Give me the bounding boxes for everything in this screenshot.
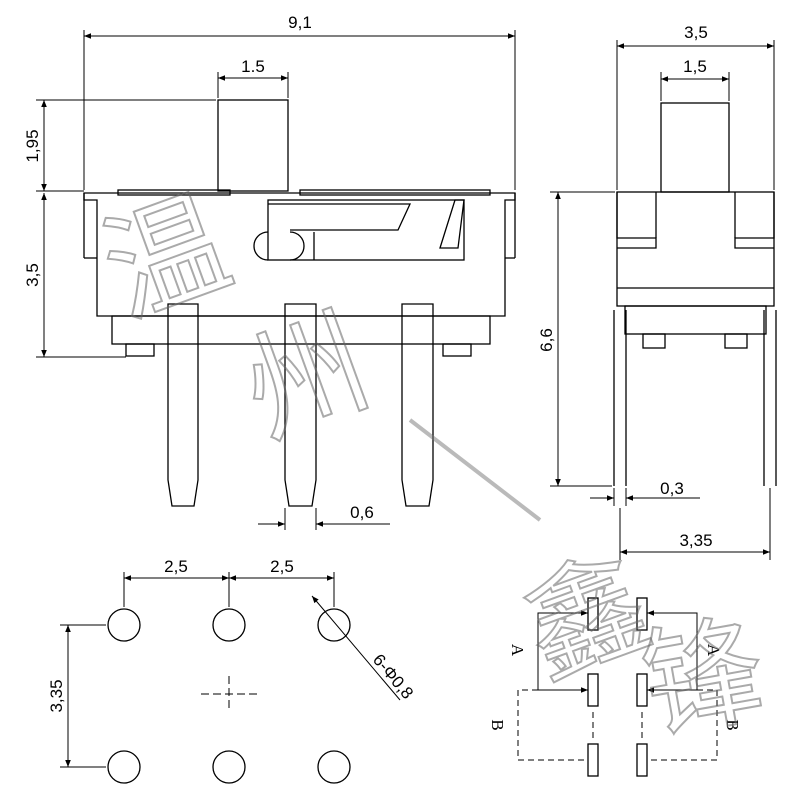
contact-5 xyxy=(587,743,599,777)
dim-side-width: 3,5 xyxy=(684,23,708,42)
front-base xyxy=(111,315,491,345)
hole-dimensions xyxy=(60,572,401,768)
pin-3 xyxy=(401,303,434,507)
dim-pin-offset: 3,35 xyxy=(679,531,712,550)
side-dimensions xyxy=(550,40,775,560)
slide-window xyxy=(267,199,465,261)
dim-actuator-width: 1.5 xyxy=(241,57,265,76)
dim-pitch-right: 2,5 xyxy=(270,557,294,576)
dim-pitch-left: 2,5 xyxy=(164,557,188,576)
schematic-wires-b xyxy=(517,689,718,761)
front-view xyxy=(83,99,516,507)
watermark-char-2: 州 xyxy=(227,292,387,464)
dim-pin-width: 0,6 xyxy=(350,503,374,522)
label-a-right: A xyxy=(704,644,723,657)
hole-4 xyxy=(107,750,141,784)
hole-pattern xyxy=(107,608,351,784)
watermark-char-1: 温 xyxy=(87,172,247,344)
hole-2 xyxy=(212,608,246,642)
side-pin-right xyxy=(763,310,777,486)
dim-side-actuator: 1,5 xyxy=(683,57,707,76)
label-b-left: B xyxy=(488,719,507,730)
label-a-left: A xyxy=(508,644,527,657)
dim-total-height: 6,6 xyxy=(537,328,556,352)
front-dimensions xyxy=(36,30,516,530)
front-actuator xyxy=(217,99,289,192)
watermark-stroke xyxy=(408,418,542,522)
dim-actuator-height: 1,95 xyxy=(23,129,42,162)
hole-3 xyxy=(317,608,351,642)
center-mark xyxy=(201,676,259,712)
side-body xyxy=(616,191,775,307)
pin-1 xyxy=(167,303,199,507)
contact-6 xyxy=(636,743,648,777)
side-pin-left xyxy=(613,310,627,486)
dim-row-spacing: 3,35 xyxy=(47,679,66,712)
watermark-char-4: 锋 xyxy=(632,600,774,758)
side-actuator xyxy=(660,102,730,193)
hole-1 xyxy=(107,608,141,642)
contact-1 xyxy=(587,597,599,631)
dim-pin-thickness: 0,3 xyxy=(660,479,684,498)
dim-hole-spec: 6-Φ0,8 xyxy=(369,650,417,702)
hole-5 xyxy=(212,750,246,784)
pin-2 xyxy=(284,303,317,507)
side-view xyxy=(613,102,777,486)
dim-body-height: 3,5 xyxy=(23,263,42,287)
label-b-right: B xyxy=(723,719,742,730)
hole-6 xyxy=(317,750,351,784)
side-base xyxy=(624,305,767,335)
dim-total-width: 9,1 xyxy=(288,13,312,32)
